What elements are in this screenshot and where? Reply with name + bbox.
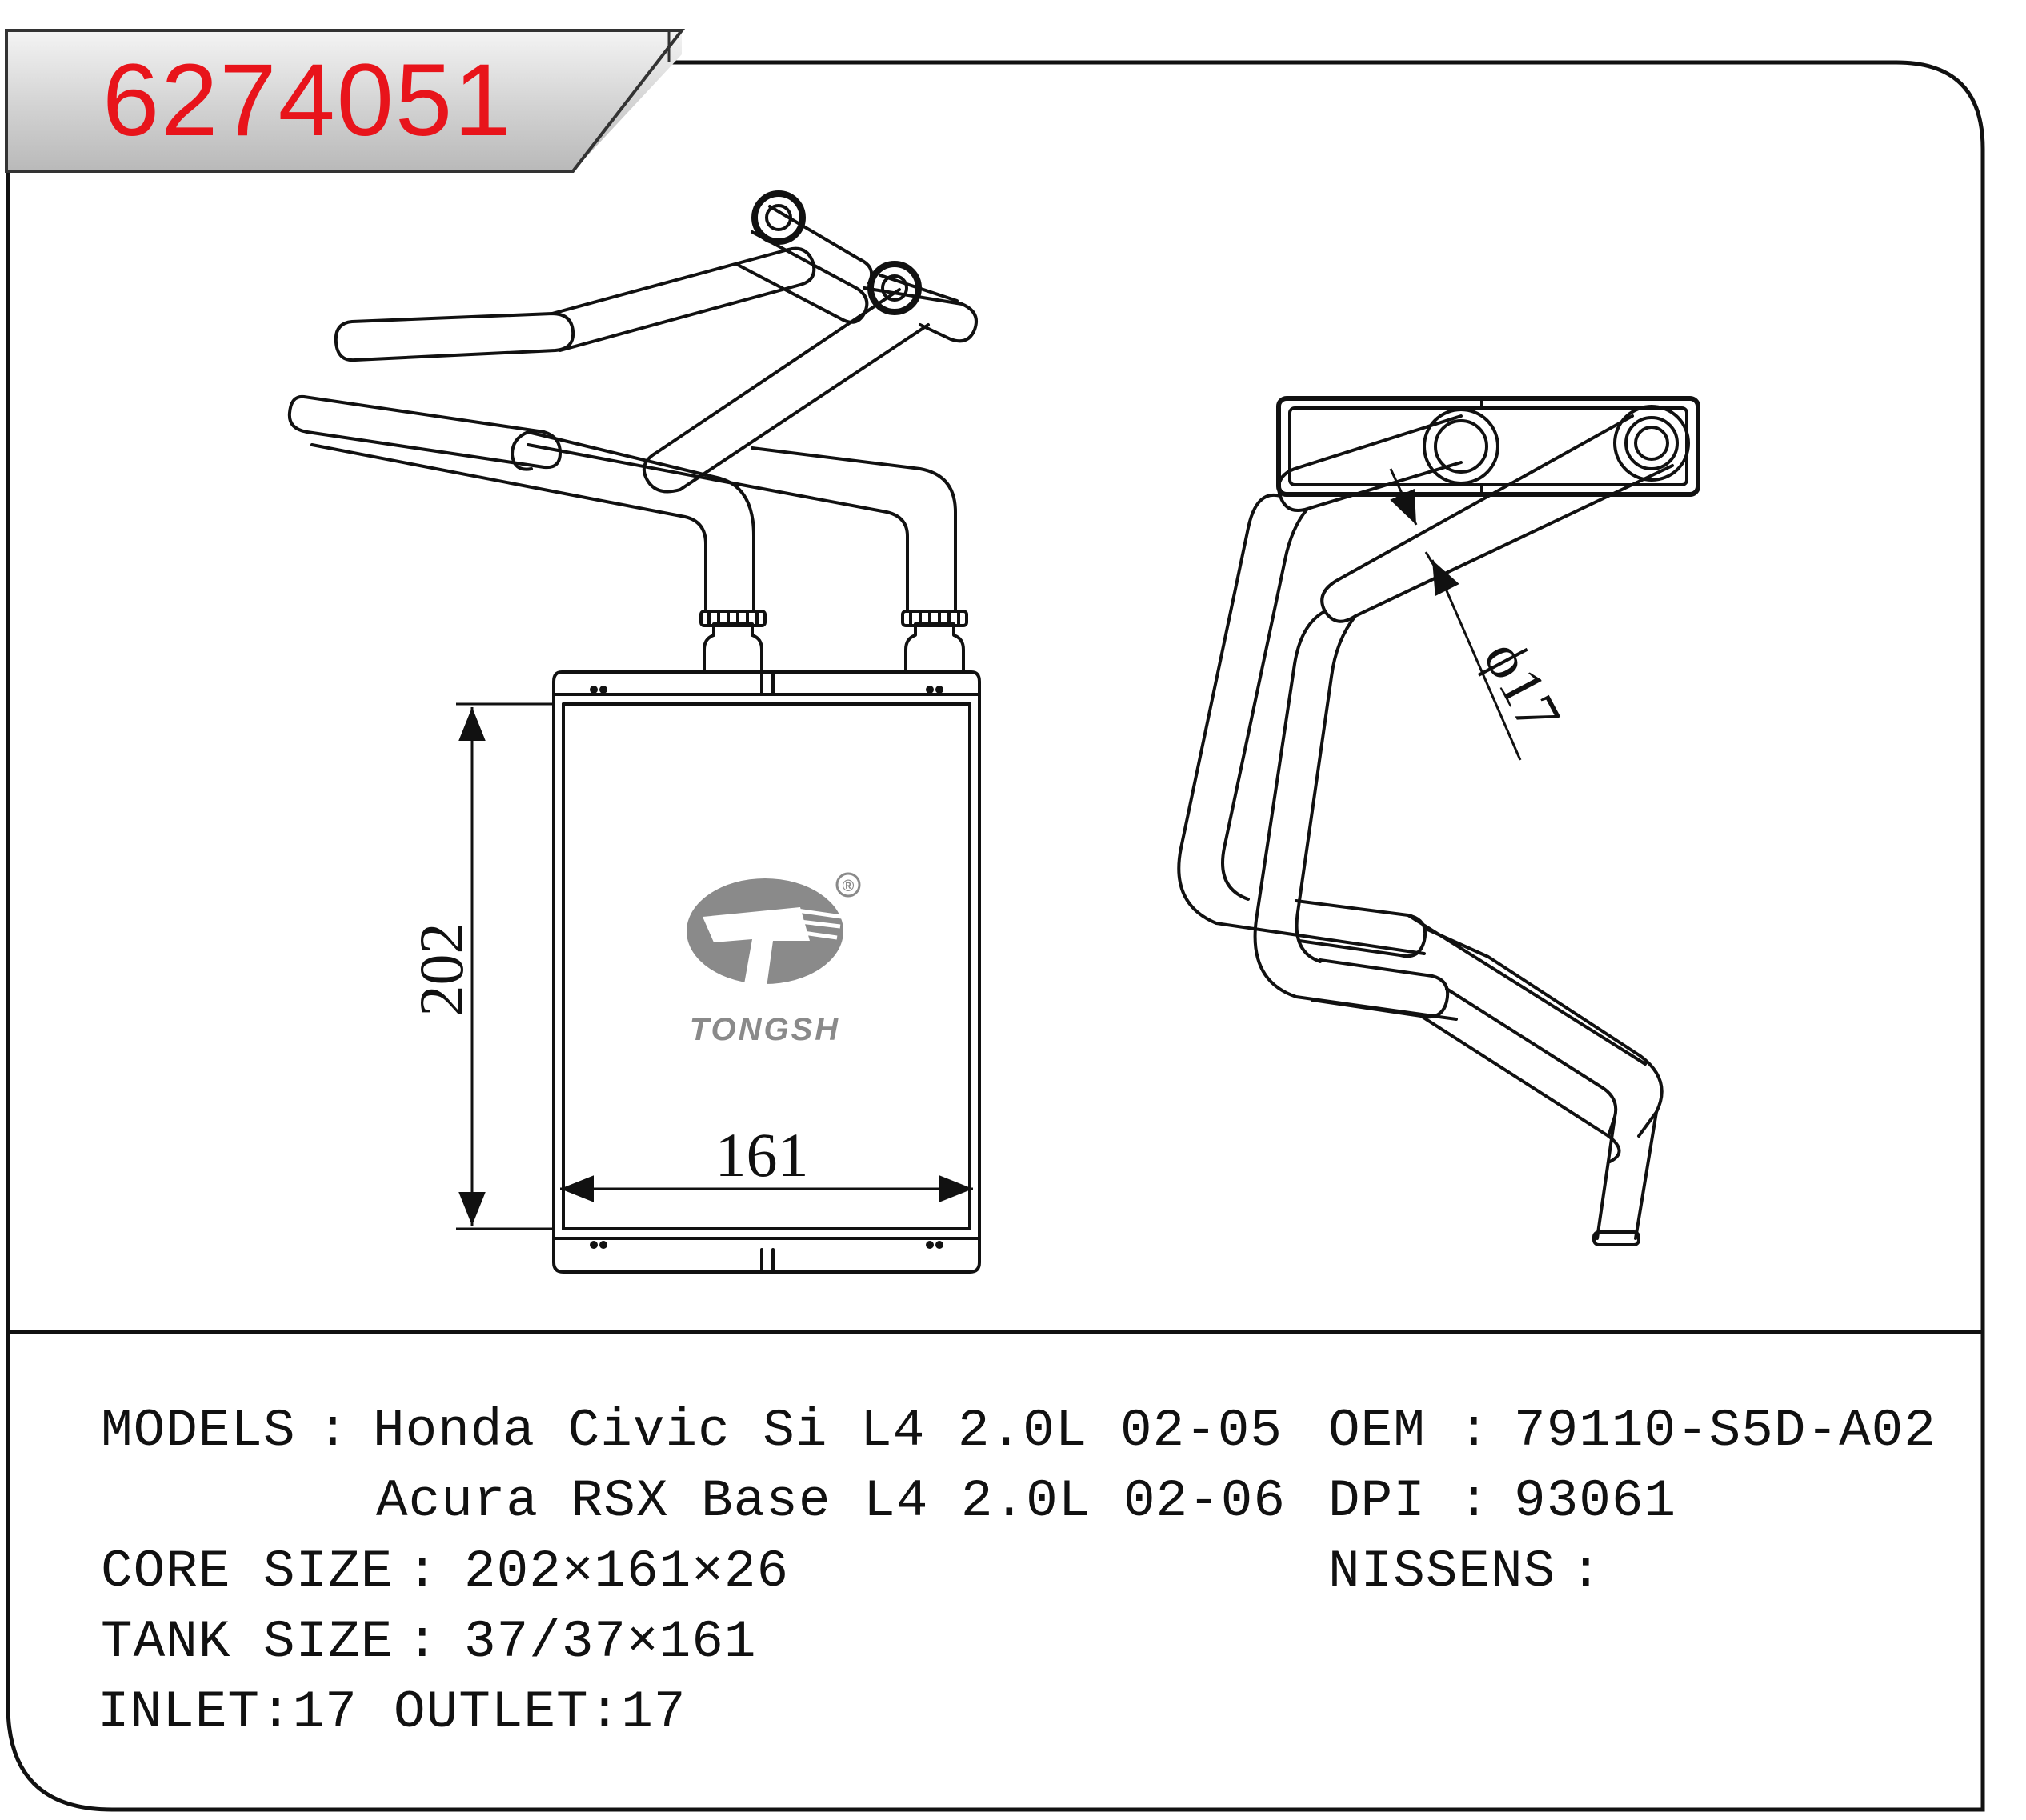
outer-frame — [6, 60, 1985, 1812]
oem-value: 79110-S5D-A02 — [1514, 1401, 1936, 1461]
part-number-banner — [5, 29, 686, 173]
height-label: 202 — [406, 923, 476, 1017]
brand-logo-icon — [687, 872, 861, 987]
oem-separator: : — [1458, 1401, 1491, 1461]
outlet-value: OUTLET:17 — [394, 1682, 687, 1742]
registered-mark: ® — [843, 878, 855, 895]
model-acura: Acura RSX Base L4 2.0L 02-06 — [376, 1471, 1286, 1531]
tank-size-label: TANK SIZE — [101, 1612, 394, 1672]
tank-size-separator: : — [406, 1612, 439, 1672]
core-size-separator: : — [406, 1542, 439, 1602]
dpi-value: 93061 — [1514, 1471, 1677, 1531]
dpi-label: DPI — [1328, 1471, 1426, 1531]
nissens-separator: : — [1570, 1542, 1603, 1602]
diameter-label: ϕ17 — [1471, 630, 1574, 743]
model-honda: Honda Civic Si L4 2.0L 02-05 — [373, 1401, 1283, 1461]
side-view — [1177, 396, 1700, 1246]
brand-name: TONGSH — [690, 1012, 840, 1047]
core-size-label: CORE SIZE — [101, 1542, 394, 1602]
dpi-separator: : — [1458, 1471, 1491, 1531]
inlet-value: INLET:17 — [98, 1682, 358, 1742]
front-view — [287, 190, 981, 1274]
tank-size-value: 37/37×161 — [464, 1612, 757, 1672]
diameter-callout — [1389, 468, 1522, 761]
nissens-label: NISSENS — [1328, 1542, 1556, 1602]
dimension-height — [456, 702, 552, 1230]
part-number: 6274051 — [102, 43, 513, 158]
models-separator: : — [317, 1401, 350, 1461]
oem-label: OEM — [1328, 1401, 1426, 1461]
models-label: MODELS — [101, 1401, 296, 1461]
width-label: 161 — [715, 1120, 809, 1190]
core-size-value: 202×161×26 — [464, 1542, 790, 1602]
